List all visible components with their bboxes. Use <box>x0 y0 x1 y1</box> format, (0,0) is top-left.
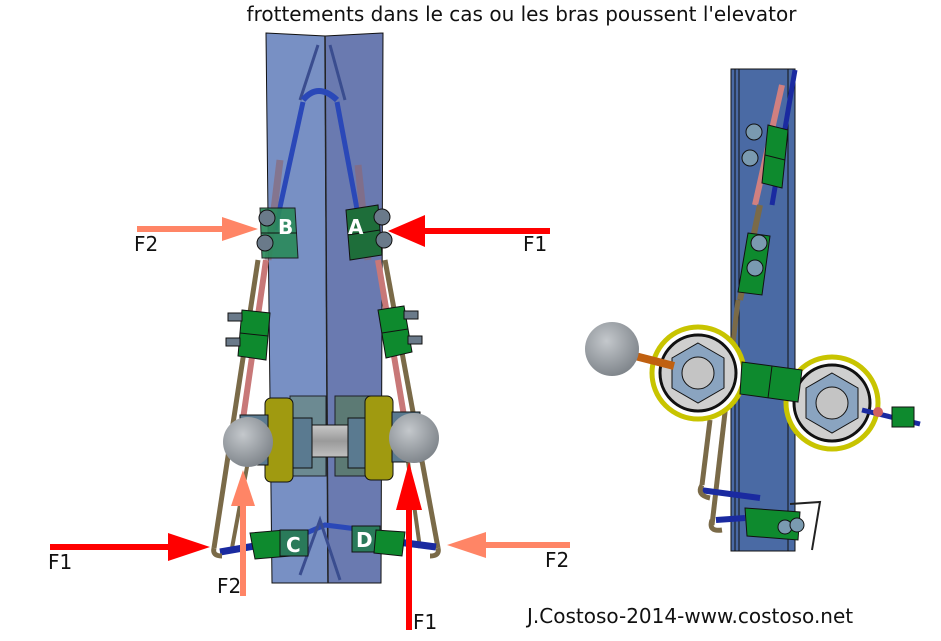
clamp-mid-left <box>225 309 271 361</box>
diagram-title: frottements dans le cas ou les bras pous… <box>246 2 797 26</box>
force-label-f1-bottom-right-up: F1 <box>413 610 438 634</box>
arrow-f2-top-left <box>137 217 258 241</box>
counterweight-ball-right <box>389 413 439 463</box>
clamp-side-upper <box>741 123 789 189</box>
side-view <box>585 68 921 552</box>
arrow-f2-bottom-left-up <box>231 470 255 596</box>
clamp-a: A <box>345 204 393 261</box>
ball-arm <box>634 352 675 370</box>
point-a-label: A <box>348 215 364 239</box>
clamp-c: C <box>249 529 309 560</box>
point-c-label: C <box>286 533 301 557</box>
counterweight-ball-left <box>223 417 273 467</box>
point-b-label: B <box>278 215 293 239</box>
force-label-f1-bottom-left: F1 <box>48 550 73 574</box>
front-view: B A <box>50 32 570 630</box>
credit-line: J.Costoso-2014-www.costoso.net <box>527 604 854 628</box>
clamp-side-lower <box>737 232 771 296</box>
arrow-f1-top-right <box>388 215 550 247</box>
bottom-linkage-side <box>697 483 822 551</box>
arrow-f1-bottom-left <box>50 533 210 561</box>
counterweight-ball-side <box>585 322 639 376</box>
clamp-d: D <box>351 525 406 557</box>
force-label-f2-bottom-right: F2 <box>545 548 570 572</box>
clamp-side-center <box>739 361 803 403</box>
arrow-f1-bottom-right-up <box>396 462 422 630</box>
force-label-f2-top-left: F2 <box>134 232 159 256</box>
clamp-side-tip <box>861 406 921 428</box>
point-d-label: D <box>356 528 373 552</box>
arrow-f2-bottom-right <box>447 532 570 558</box>
wheel-right <box>783 354 881 452</box>
force-label-f1-top-right: F1 <box>523 232 548 256</box>
clamp-mid-right <box>377 305 423 359</box>
clamp-b: B <box>256 207 299 259</box>
elevator-surface <box>265 32 384 584</box>
wheel-left <box>649 324 747 422</box>
force-label-f2-bottom-left-up: F2 <box>217 574 242 598</box>
